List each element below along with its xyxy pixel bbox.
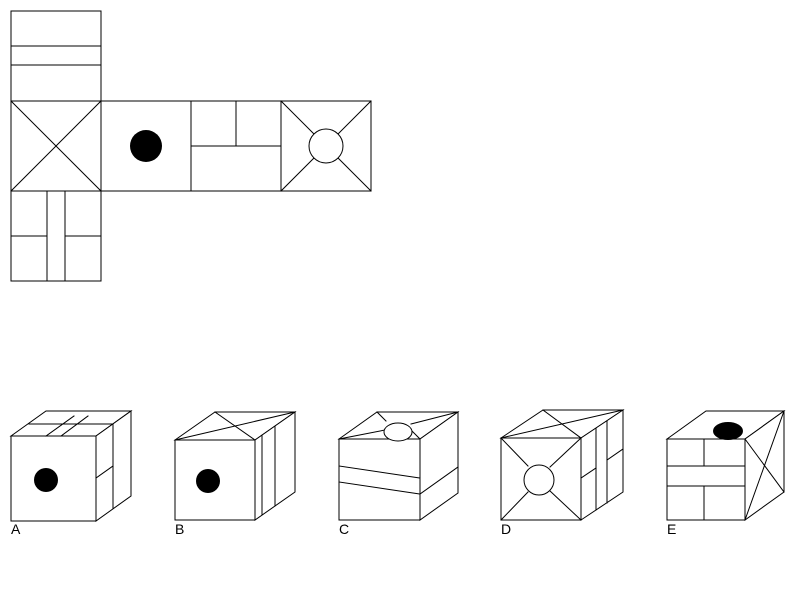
- filled-dot: [196, 469, 220, 493]
- open-circle: [523, 464, 555, 496]
- net-face-top-stripes: [10, 10, 102, 102]
- open-circle: [308, 128, 344, 164]
- filled-dot: [130, 130, 162, 162]
- cube-net: [10, 10, 372, 282]
- option-c-cube[interactable]: [337, 411, 460, 521]
- option-d-cube[interactable]: [499, 409, 625, 521]
- option-a-cube[interactable]: [9, 410, 133, 522]
- option-d-label: D: [501, 521, 511, 537]
- net-face-x-circle: [280, 100, 372, 192]
- filled-dot: [713, 422, 743, 440]
- option-b-cube[interactable]: [173, 411, 297, 521]
- net-face-center-dot: [100, 100, 192, 192]
- net-face-bottom-grid: [10, 190, 102, 282]
- option-e-label: E: [667, 521, 676, 537]
- option-e-cube[interactable]: [665, 410, 786, 521]
- option-b-label: B: [175, 521, 184, 537]
- option-a-label: A: [11, 521, 21, 537]
- net-face-left-x: [10, 100, 102, 192]
- option-c-label: C: [339, 521, 349, 537]
- filled-dot: [34, 468, 58, 492]
- open-oval: [383, 422, 413, 442]
- net-face-t-split: [190, 100, 282, 192]
